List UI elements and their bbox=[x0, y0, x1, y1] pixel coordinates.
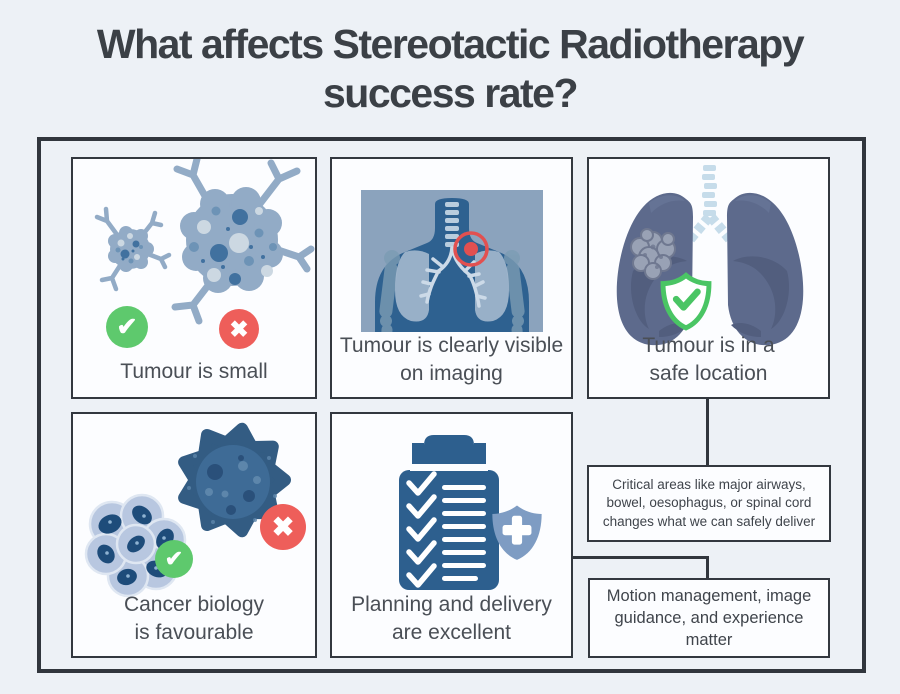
connector-safe-location-to-critical bbox=[706, 399, 709, 466]
shield-plus-icon bbox=[492, 505, 542, 560]
x-icon: ✖ bbox=[219, 309, 259, 349]
panel-visible-imaging: Tumour is clearly visible on imaging bbox=[330, 157, 573, 399]
caption-visible-imaging: Tumour is clearly visible on imaging bbox=[339, 334, 564, 385]
caption-tumour-small: Tumour is small bbox=[120, 359, 268, 383]
shield-check-icon bbox=[660, 272, 712, 331]
clipboard-checklist-illustration bbox=[399, 435, 542, 590]
caption-cancer-biology: Cancer biology is favourable bbox=[123, 593, 265, 644]
note-critical-areas: Critical areas like major airways, bowel… bbox=[587, 465, 831, 542]
tumour-cells-illustration bbox=[94, 159, 315, 325]
page-title-line2: success rate? bbox=[322, 70, 579, 117]
panel-planning-delivery: Planning and delivery are excellent bbox=[330, 412, 573, 658]
connector-planning-to-motion bbox=[706, 556, 709, 580]
check-icon: ✔ bbox=[106, 306, 148, 348]
chest-imaging-illustration bbox=[361, 190, 543, 332]
note-motion-management-text: Motion management, image guidance, and e… bbox=[606, 586, 812, 650]
panel-cancer-biology: ✔ ✖ Cancer biology is favourable bbox=[71, 412, 317, 658]
lungs-illustration bbox=[616, 165, 804, 346]
page-title: What affects Stereotactic Radiotherapy s… bbox=[0, 20, 900, 118]
panel-tumour-small: ✔ ✖ Tumour is small bbox=[71, 157, 317, 399]
connector-planning-horizontal bbox=[571, 556, 709, 559]
check-icon: ✔ bbox=[155, 540, 193, 578]
content-frame bbox=[37, 137, 866, 673]
panel-safe-location: Tumour is in a safe location bbox=[587, 157, 830, 399]
caption-planning-delivery: Planning and delivery are excellent bbox=[351, 593, 552, 644]
page-title-line1: What affects Stereotactic Radiotherapy bbox=[96, 21, 805, 67]
x-icon: ✖ bbox=[260, 504, 306, 550]
note-critical-areas-text: Critical areas like major airways, bowel… bbox=[602, 477, 816, 529]
caption-safe-location: Tumour is in a safe location bbox=[642, 334, 775, 385]
note-motion-management: Motion management, image guidance, and e… bbox=[588, 578, 830, 658]
